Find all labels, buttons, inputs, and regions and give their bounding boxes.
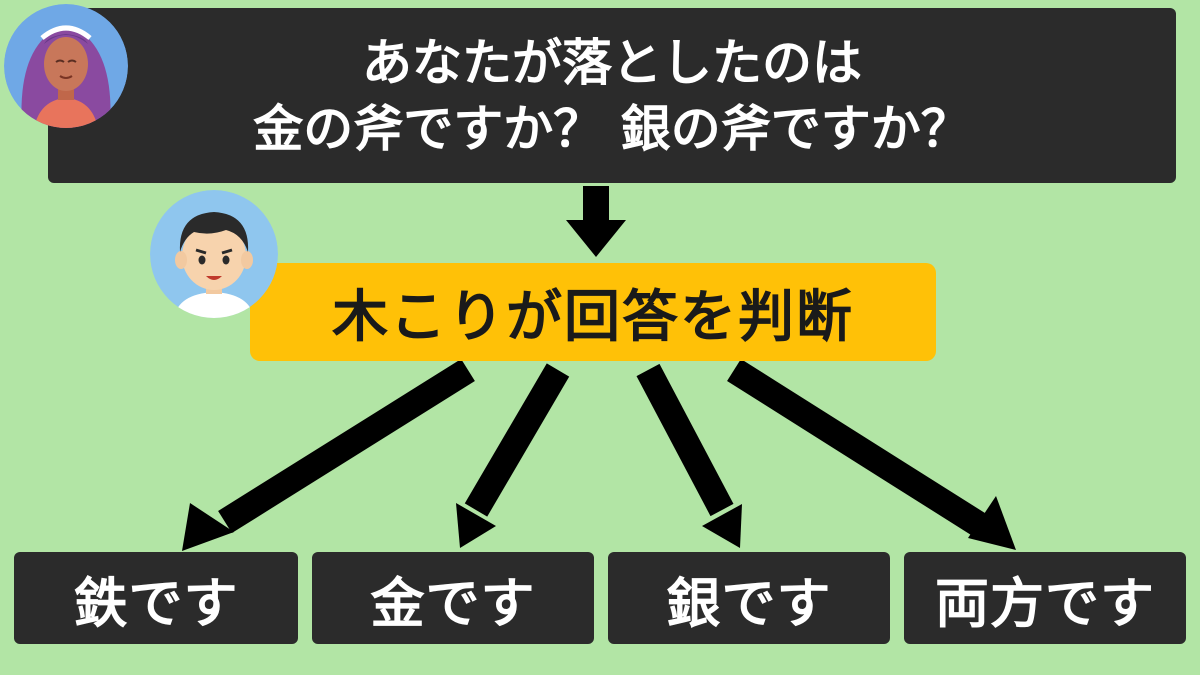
- question-box: あなたが落としたのは 金の斧ですか？ 銀の斧ですか？: [48, 8, 1176, 183]
- goddess-avatar-icon: [4, 4, 128, 128]
- answer-silver: 銀です: [608, 552, 890, 644]
- decision-box: 木こりが回答を判断: [250, 263, 936, 361]
- answer-both-label: 両方です: [935, 571, 1155, 635]
- answer-silver-label: 銀です: [666, 571, 832, 635]
- arrow-to-answer-gold: [456, 363, 570, 548]
- question-line-1: あなたが落としたのは: [362, 33, 862, 92]
- woodcutter-avatar-icon: [150, 190, 278, 318]
- answer-both: 両方です: [904, 552, 1186, 644]
- decision-label: 木こりが回答を判断: [332, 284, 854, 350]
- answer-gold-label: 金です: [370, 571, 536, 635]
- answer-iron-label: 鉄です: [73, 571, 239, 635]
- arrow-to-answer-both: [727, 359, 1016, 550]
- question-line-2: 金の斧ですか？ 銀の斧ですか？: [253, 99, 971, 158]
- answer-gold: 金です: [312, 552, 594, 644]
- arrow-to-answer-silver: [636, 363, 742, 548]
- answer-iron: 鉄です: [14, 552, 298, 644]
- arrow-question-to-decision: [566, 186, 626, 257]
- arrow-to-answer-iron: [182, 358, 475, 551]
